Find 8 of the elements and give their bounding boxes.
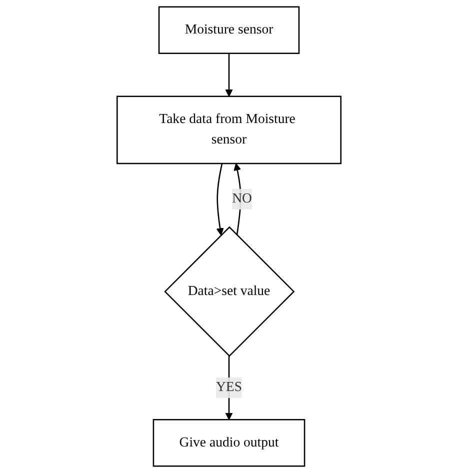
edge-label: YES <box>215 380 242 395</box>
node-box: Take data from Moisture sensor <box>116 96 342 164</box>
edge-label: NO <box>232 191 252 206</box>
arrow <box>216 163 224 236</box>
node-diamond: Data>set value <box>164 226 294 357</box>
node-box: Give audio output <box>152 419 305 467</box>
arrow <box>224 53 232 97</box>
node-box: Moisture sensor <box>158 6 300 54</box>
